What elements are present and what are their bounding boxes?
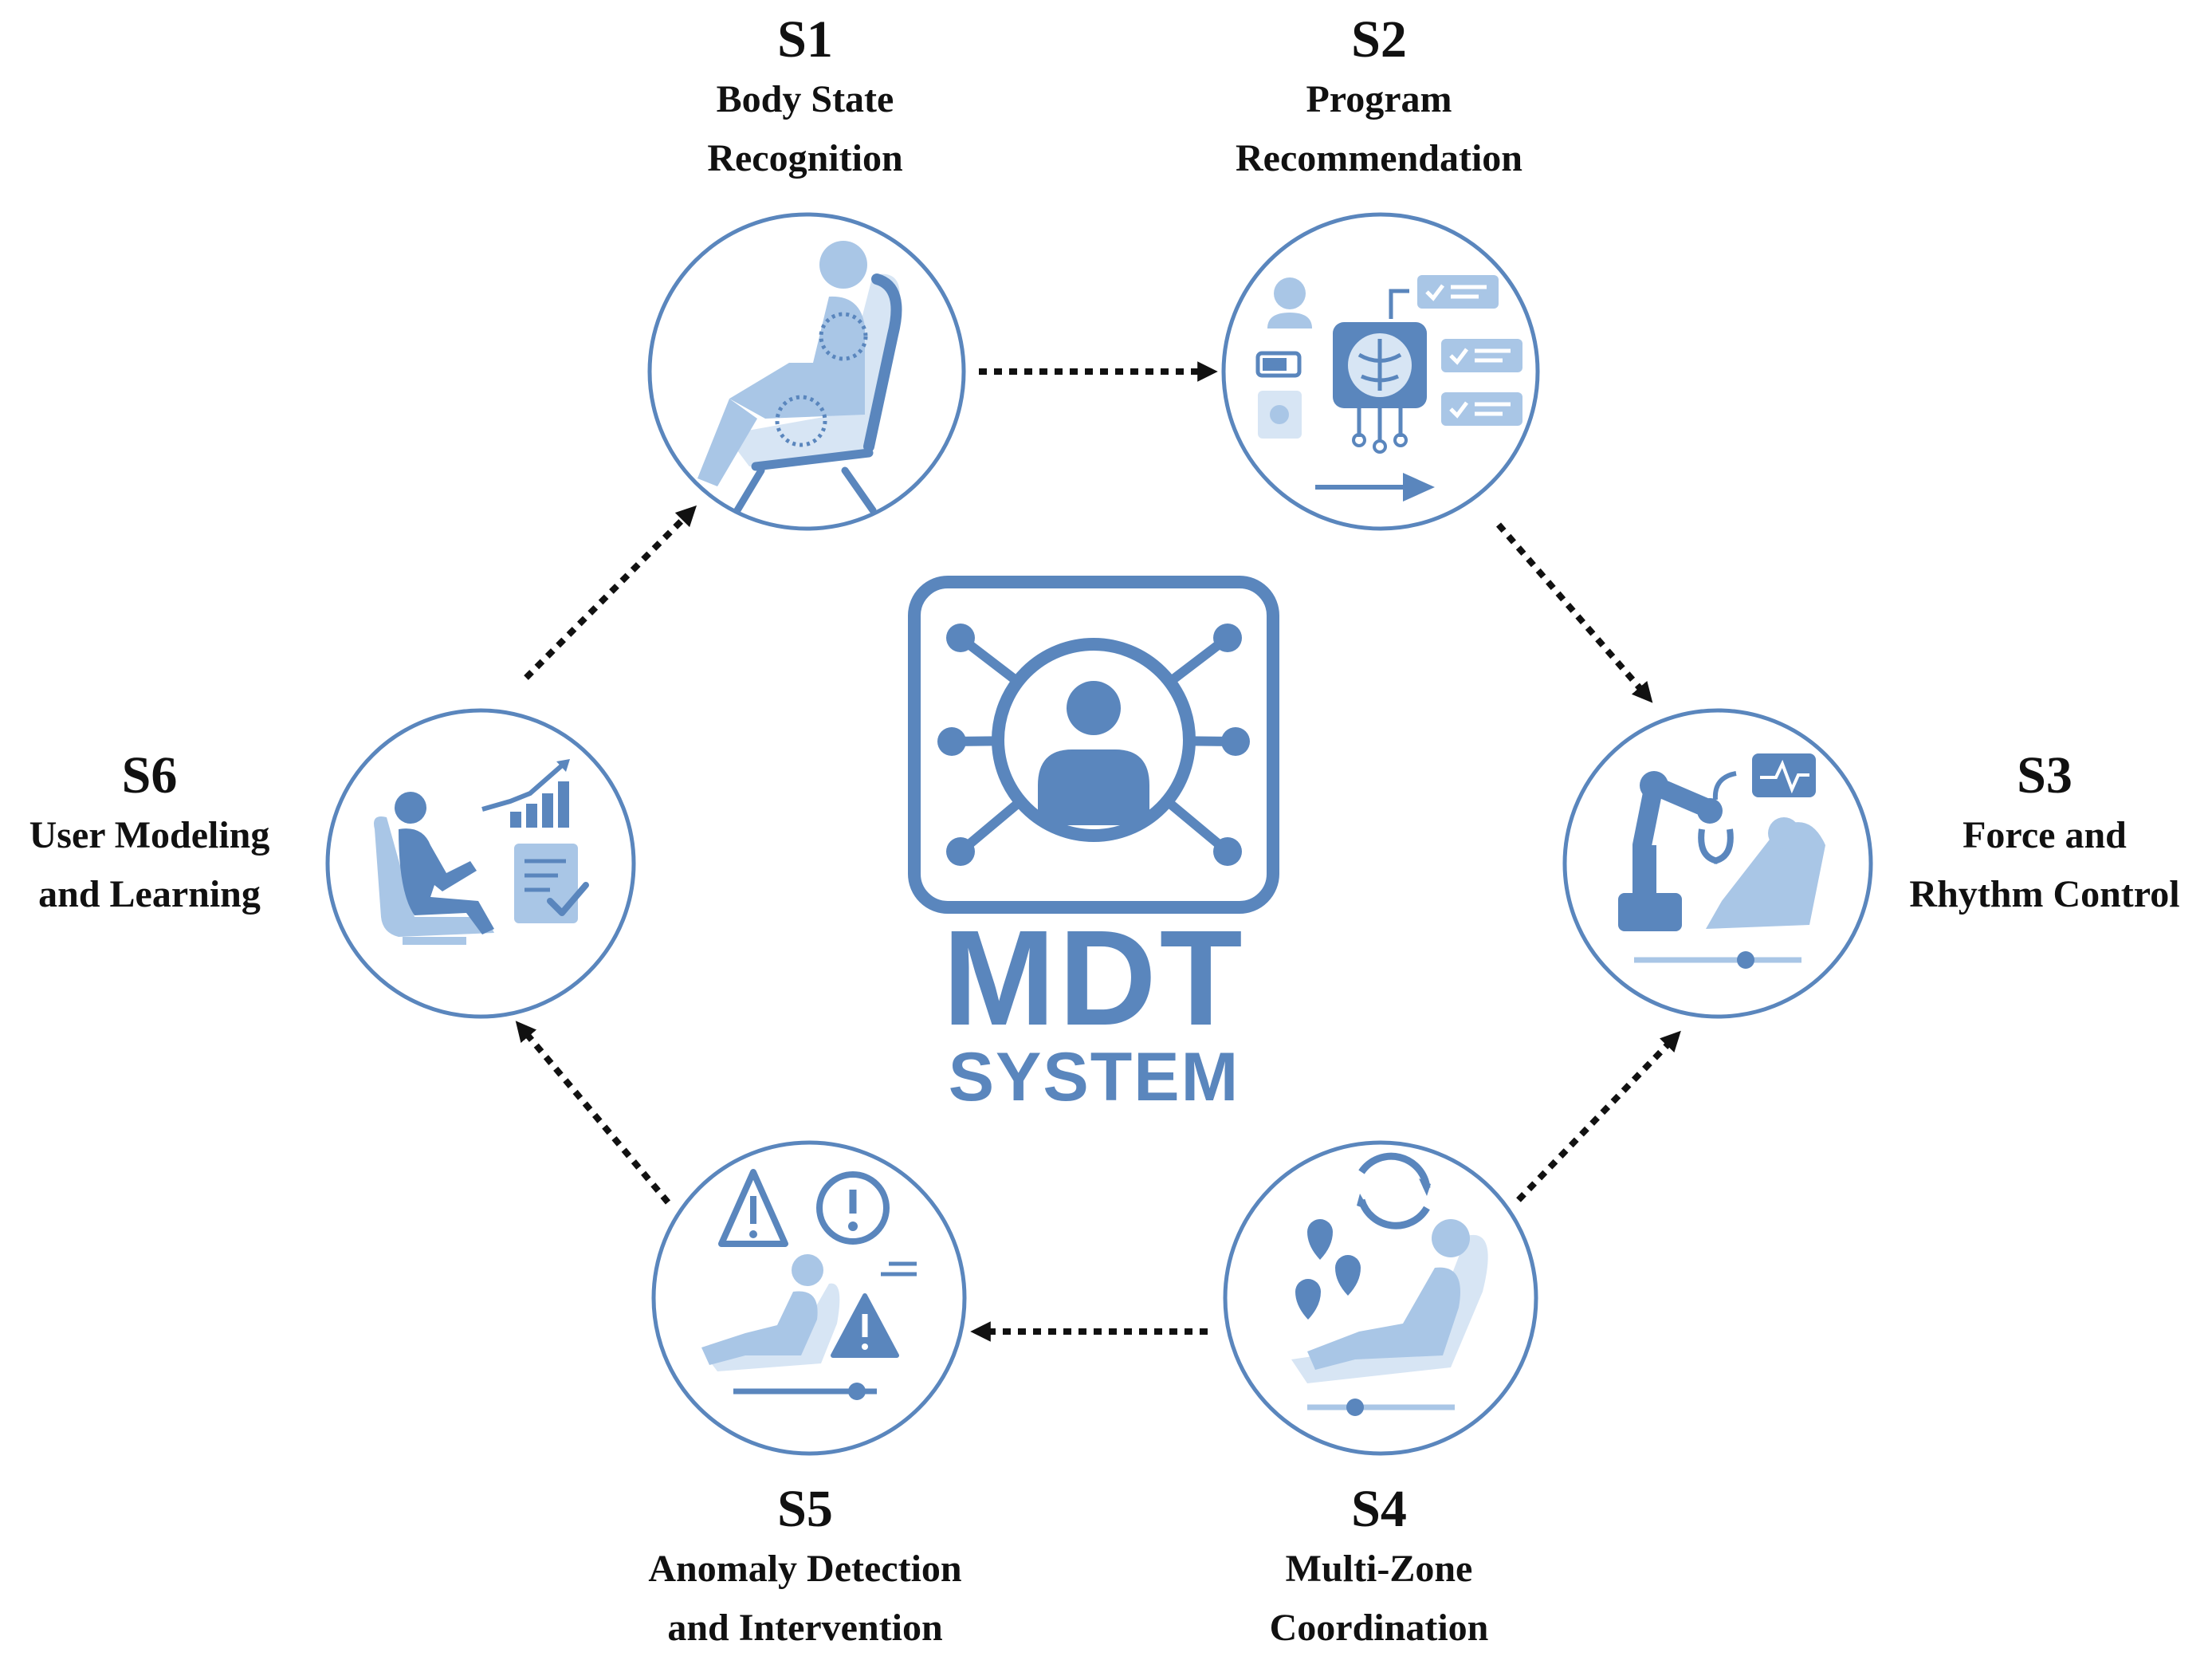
- center-subtitle: SYSTEM: [948, 1039, 1240, 1115]
- step-id-s2: S2: [1351, 10, 1407, 69]
- step-title-s4-line2: Coordination: [1269, 1607, 1489, 1649]
- step-label-s5: S5 Anomaly Detection and Intervention: [582, 1479, 1028, 1658]
- step-title-s2-line1: Program: [1306, 78, 1452, 120]
- seated-body-sensing-icon: [647, 212, 966, 531]
- step-title-s4-line1: Multi-Zone: [1285, 1548, 1473, 1590]
- step-title-s2-line2: Recommendation: [1236, 137, 1522, 179]
- step-id-s5: S5: [777, 1480, 833, 1538]
- step-id-s4: S4: [1351, 1480, 1407, 1538]
- flow-arrow-s2-s3: [1495, 522, 1653, 703]
- step-label-s6: S6 User Modeling and Learning: [0, 746, 299, 924]
- robot-arm-control-icon: [1562, 708, 1873, 1019]
- center-title: MDT: [942, 903, 1246, 1054]
- warning-chair-icon: [651, 1140, 967, 1456]
- ai-brain-recommendation-icon: [1221, 212, 1540, 531]
- step-label-s2: S2 Program Recommendation: [1156, 10, 1602, 188]
- step-title-s1-line1: Body State: [716, 78, 894, 120]
- flow-arrow-s5-s6: [515, 1021, 671, 1205]
- step-label-s3: S3 Force and Rhythm Control: [1881, 746, 2208, 924]
- flow-arrow-s4-s3: [1516, 1030, 1681, 1202]
- step-title-s5-line1: Anomaly Detection: [648, 1548, 962, 1590]
- step-id-s6: S6: [121, 746, 178, 805]
- step-title-s5-line2: and Intervention: [667, 1607, 943, 1649]
- multi-zone-chair-icon: [1223, 1140, 1538, 1456]
- step-id-s1: S1: [777, 10, 833, 69]
- step-label-s1: S1 Body State Recognition: [606, 10, 1004, 188]
- flow-arrow-s6-s1: [524, 505, 697, 680]
- step-title-s6-line1: User Modeling: [29, 814, 270, 856]
- step-title-s6-line2: and Learning: [38, 873, 261, 915]
- step-title-s1-line2: Recognition: [707, 137, 903, 179]
- user-learning-chart-icon: [325, 708, 636, 1019]
- step-id-s3: S3: [2017, 746, 2073, 805]
- step-title-s3-line2: Rhythm Control: [1909, 873, 2180, 915]
- step-title-s3-line1: Force and: [1963, 814, 2127, 856]
- mdt-emblem-icon: [908, 576, 1279, 914]
- step-label-s4: S4 Multi-Zone Coordination: [1180, 1479, 1578, 1658]
